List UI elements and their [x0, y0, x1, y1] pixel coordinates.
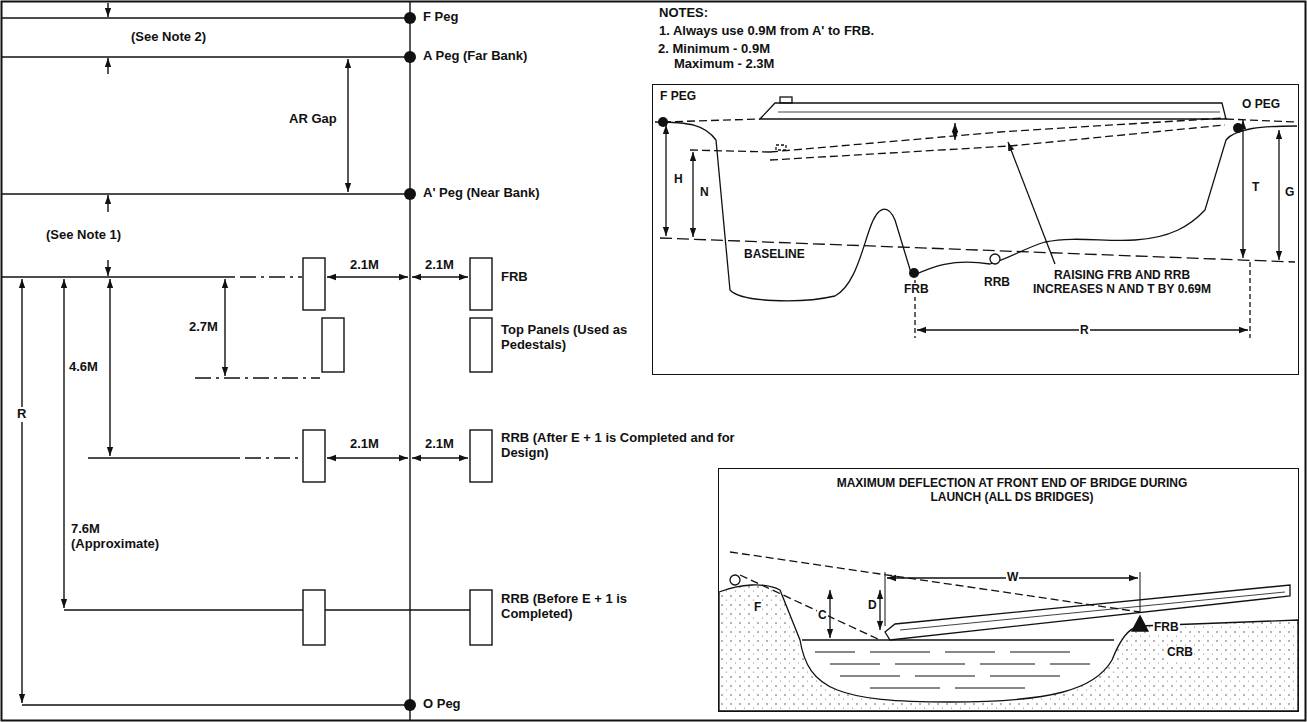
inset-label: R	[1079, 324, 1090, 338]
dimension: 2.1M	[349, 258, 380, 273]
inset-label: H	[673, 173, 684, 187]
inset-label: N	[699, 186, 710, 200]
inset-panel: F PEG O PEG H N BASELINE T G FRB RRB RAISING FRB …	[652, 84, 1299, 375]
inset-label: D	[867, 599, 878, 613]
dimension: R	[16, 407, 27, 422]
notes-heading: NOTES:	[658, 6, 709, 21]
dimension: 7.6M (Approximate)	[70, 522, 172, 552]
peg-label: A' Peg (Near Bank)	[422, 186, 541, 201]
dimension: 2.7M	[188, 320, 219, 335]
inset-label: W	[1006, 571, 1019, 585]
inset-label: F PEG	[659, 90, 697, 104]
inset-label: RAISING FRB AND RRB INCREASES N AND T BY…	[1021, 269, 1223, 297]
note-text: 2. Minimum - 0.9M Maximum - 2.3M	[658, 42, 825, 72]
dimension: AR Gap	[288, 112, 338, 127]
inset-panel: MAXIMUM DEFLECTION AT FRONT END OF BRIDG…	[718, 468, 1299, 712]
peg-label: F Peg	[422, 10, 459, 25]
roller-label: FRB	[500, 270, 529, 285]
note-ref: (See Note 1)	[45, 228, 122, 243]
panel-label: Top Panels (Used as Pedestals)	[500, 323, 667, 353]
inset-label: FRB	[903, 283, 930, 297]
inset-title: MAXIMUM DEFLECTION AT FRONT END OF BRIDG…	[811, 477, 1213, 505]
peg-label: O Peg	[422, 697, 462, 712]
inset-label: CRB	[1166, 646, 1194, 660]
note-text: 1. Always use 0.9M from A' to FRB.	[658, 24, 875, 39]
dimension: 2.1M	[349, 437, 380, 452]
roller-label: RRB (Before E + 1 is Completed)	[500, 592, 662, 622]
dimension: 4.6M	[68, 360, 99, 375]
inset-label: F	[753, 601, 762, 615]
inset-label: RRB	[983, 276, 1011, 290]
dimension: 2.1M	[424, 437, 455, 452]
inset-label: T	[1251, 181, 1260, 195]
inset-label: BASELINE	[743, 248, 806, 262]
inset-label: O PEG	[1241, 98, 1281, 112]
inset-label: G	[1284, 186, 1295, 200]
note-ref: (See Note 2)	[130, 30, 207, 45]
inset-label: FRB	[1153, 621, 1180, 635]
peg-label: A Peg (Far Bank)	[422, 49, 528, 64]
roller-label: RRB (After E + 1 is Completed and for De…	[500, 431, 752, 461]
inset-label: C	[817, 609, 828, 623]
dimension: 2.1M	[424, 258, 455, 273]
